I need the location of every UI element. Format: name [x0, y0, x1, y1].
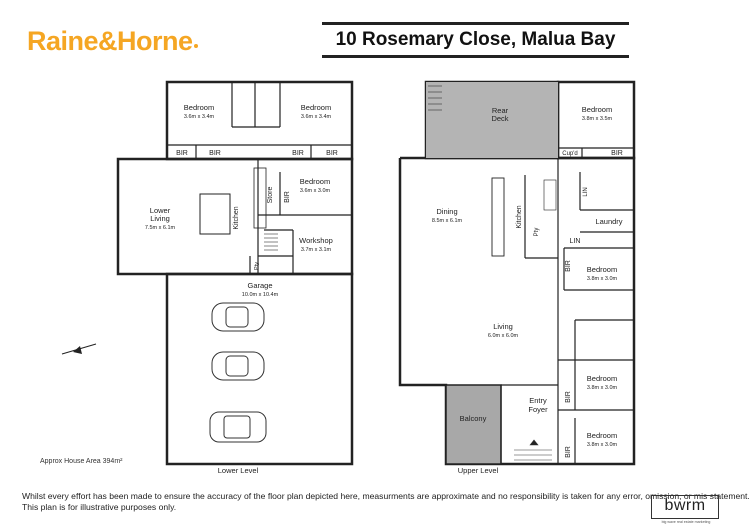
- bir-label: BIR: [611, 150, 623, 157]
- room-name: Garage: [247, 281, 272, 290]
- lower-kitchen-island: [199, 193, 231, 235]
- room-dims: 3.8m x 3.5m: [582, 116, 613, 122]
- disclaimer: Whilst every effort has been made to ens…: [22, 491, 750, 513]
- room-name: Cup'd: [562, 151, 578, 157]
- room-name: Entry: [529, 396, 547, 405]
- bir-label: BIR: [284, 191, 291, 203]
- room-name: LIN: [570, 238, 581, 245]
- room-name: Lower: [150, 206, 171, 215]
- bir-label: BIR: [292, 150, 304, 157]
- lower-level-walls: [116, 80, 354, 466]
- logo-dot-icon: [193, 44, 198, 48]
- bir-label: BIR: [209, 150, 221, 157]
- car-icon: [211, 302, 265, 332]
- agency-logo: bwrm: [651, 495, 719, 519]
- room-dims: 7.5m x 6.1m: [145, 225, 176, 231]
- room-name: Bedroom: [184, 103, 214, 112]
- room-dims: 3.6m x 3.4m: [184, 114, 215, 120]
- brand-logo: Raine&Horne: [27, 26, 198, 57]
- room-name: Store: [267, 187, 274, 204]
- compass-icon: [61, 343, 97, 355]
- level-label: Lower Level: [218, 466, 259, 475]
- upper-main-outline: [398, 156, 636, 466]
- bir-label: BIR: [565, 391, 572, 403]
- car-icon: [211, 351, 265, 381]
- room-dims: 3.8m x 3.0m: [587, 385, 618, 391]
- garage-outline: [165, 272, 354, 466]
- room-name: Kitchen: [233, 206, 240, 229]
- room-name: Deck: [491, 114, 508, 123]
- room-name: Rear: [492, 106, 509, 115]
- level-label: Upper Level: [458, 466, 499, 475]
- room-dims: 3.6m x 3.0m: [300, 188, 331, 194]
- bir-label: BIR: [565, 260, 572, 272]
- house-area-note: Approx House Area 394m²: [40, 458, 123, 465]
- agency-tagline: big wave real estate marketing: [661, 520, 711, 524]
- room-name: LIN: [583, 187, 589, 196]
- room-name: Kitchen: [516, 205, 523, 228]
- lower-kitchen-bench: [253, 167, 267, 229]
- room-name: Workshop: [299, 236, 333, 245]
- room-dims: 3.6m x 3.4m: [301, 114, 332, 120]
- room-name: Living: [150, 214, 170, 223]
- lower-bedroom-block: [165, 80, 354, 161]
- garage-cars: [209, 302, 267, 443]
- room-dims: 10.0m x 10.4m: [242, 292, 279, 298]
- lower-level-inner-walls: [167, 82, 352, 274]
- lower-stairs: [264, 233, 278, 251]
- room-name: Bedroom: [301, 103, 331, 112]
- disclaimer-line: This plan is for illustrative purposes o…: [22, 502, 177, 512]
- disclaimer-line: Whilst every effort has been made to ens…: [22, 491, 750, 501]
- upper-labels: Rear Deck Bedroom 3.8m x 3.5m Cup'd BIR …: [432, 105, 623, 475]
- room-name: Pty: [254, 262, 260, 270]
- property-address: 10 Rosemary Close, Malua Bay: [335, 29, 616, 50]
- upper-stairs-top: [428, 85, 442, 111]
- room-dims: 3.8m x 3.0m: [587, 442, 618, 448]
- room-name: Bedroom: [587, 265, 617, 274]
- room-name: Living: [493, 322, 513, 331]
- bir-label: BIR: [326, 150, 338, 157]
- balcony-fill: [445, 384, 502, 465]
- lower-labels: Bedroom 3.6m x 3.4m Bedroom 3.6m x 3.4m …: [145, 103, 338, 475]
- car-icon: [209, 411, 267, 443]
- room-name: Dining: [436, 207, 457, 216]
- rear-deck-fill: [426, 82, 558, 158]
- brand-name: Raine&Horne: [27, 26, 193, 56]
- room-name: Balcony: [460, 414, 487, 423]
- room-name: Pty: [534, 228, 540, 237]
- room-name: Bedroom: [300, 177, 330, 186]
- room-dims: 3.8m x 3.0m: [587, 276, 618, 282]
- room-name: Laundry: [595, 217, 622, 226]
- bir-label: BIR: [176, 150, 188, 157]
- room-name: Foyer: [528, 405, 548, 414]
- room-name: Bedroom: [587, 431, 617, 440]
- upper-stairs-mid: [543, 179, 557, 211]
- upper-stairs-entry: [514, 439, 552, 461]
- agency-logo-text: bwrm: [664, 497, 706, 514]
- room-name: Bedroom: [587, 374, 617, 383]
- upper-level-inner-walls: [500, 147, 634, 464]
- upper-kitchen-island: [491, 177, 505, 257]
- room-dims: 3.7m x 3.1m: [301, 247, 332, 253]
- property-address-banner: 10 Rosemary Close, Malua Bay: [322, 22, 629, 58]
- bir-label: BIR: [565, 446, 572, 458]
- room-dims: 6.0m x 6.0m: [488, 333, 519, 339]
- room-dims: 8.5m x 6.1m: [432, 218, 463, 224]
- room-name: Bedroom: [582, 105, 612, 114]
